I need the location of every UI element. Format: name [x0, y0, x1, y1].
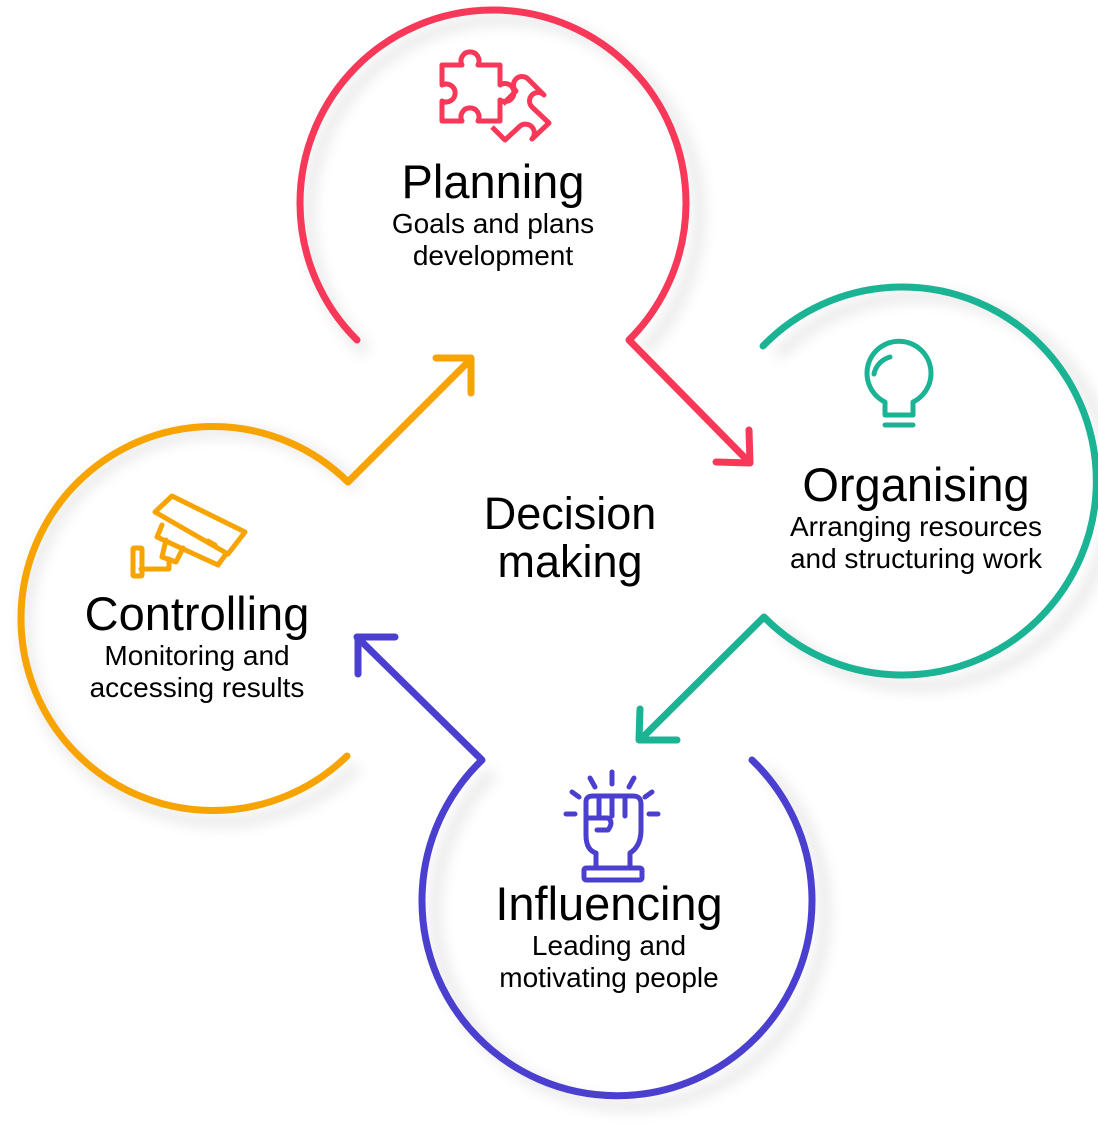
influencing-label: Influencing Leading and motivating peopl…: [468, 878, 750, 994]
organising-label: Organising Arranging resources and struc…: [760, 459, 1072, 575]
shadow-arcs: [18, 12, 1098, 1113]
influencing-desc-line1: Leading and: [531, 930, 687, 961]
planning-circle-arrow: [296, 6, 754, 467]
controlling-desc-line1: Monitoring and: [104, 640, 290, 671]
controlling-label: Controlling Monitoring and accessing res…: [62, 588, 332, 704]
planning-desc-line2: development: [412, 240, 574, 271]
organising-title: Organising: [802, 458, 1030, 511]
organising-circle-arrow: [635, 283, 1098, 744]
influencing-title: Influencing: [495, 877, 723, 930]
puzzle-icon: [439, 49, 552, 143]
raised-fist-icon: [563, 769, 661, 883]
planning-desc-line1: Goals and plans: [391, 208, 595, 239]
organising-desc-line2: and structuring work: [789, 543, 1043, 574]
security-camera-icon: [130, 493, 248, 579]
planning-label: Planning Goals and plans development: [362, 156, 624, 272]
center-label-line2: making: [497, 536, 643, 587]
controlling-title: Controlling: [84, 587, 310, 640]
center-label: Decision making: [450, 490, 690, 586]
lightbulb-icon: [864, 338, 934, 428]
influencing-desc-line2: motivating people: [499, 962, 719, 993]
controlling-circle-arrow: [17, 354, 475, 815]
center-label-line1: Decision: [483, 488, 657, 539]
planning-title: Planning: [401, 155, 585, 208]
organising-desc-line1: Arranging resources: [789, 511, 1043, 542]
influencing-circle-arrow: [353, 633, 816, 1100]
controlling-desc-line2: accessing results: [89, 672, 305, 703]
